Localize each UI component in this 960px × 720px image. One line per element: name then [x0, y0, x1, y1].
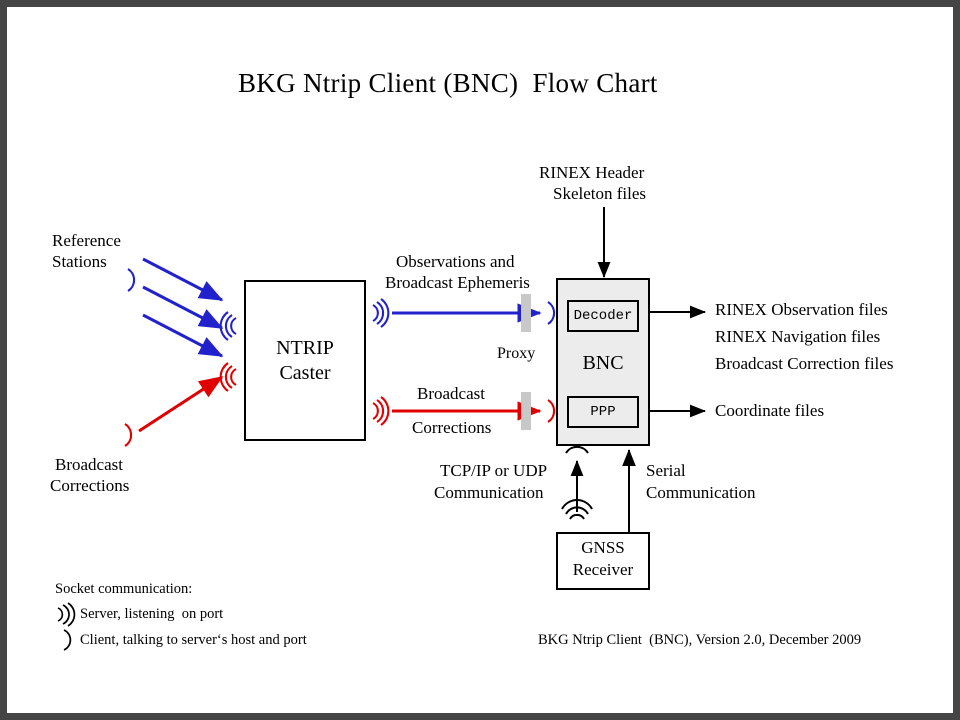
proxy-bar-broadcast	[521, 392, 531, 430]
reference-stations-label-line1: Reference	[52, 231, 121, 250]
decoder-box[interactable]: Decoder	[567, 300, 639, 332]
footer-version: BKG Ntrip Client (BNC), Version 2.0, Dec…	[538, 632, 862, 648]
ntrip-caster-box[interactable]	[244, 280, 366, 441]
decoder-label: Decoder	[573, 308, 633, 324]
legend-client-text: Client, talking to server‘s host and por…	[80, 632, 307, 648]
gnss-receiver-box[interactable]	[556, 532, 650, 590]
rinex-header-label-line2: Skeleton files	[553, 184, 647, 203]
gnss-receiver-label-line1: GNSS	[581, 538, 625, 557]
bnc-bottom-client-icon	[565, 446, 589, 454]
caster-right-red-server-icon	[372, 396, 390, 426]
output-file-item: RINEX Observation files	[715, 300, 888, 319]
serial-label-line1: Serial	[646, 461, 686, 480]
tcpip-label-line1: TCP/IP or UDP	[440, 461, 548, 480]
ntrip-caster-label-line1: NTRIP	[276, 337, 334, 359]
observations-edge-label-line2: Broadcast Ephemeris	[385, 273, 530, 292]
bnc-broadcast-client-icon	[547, 399, 556, 423]
bnc-label: BNC	[582, 352, 624, 374]
ppp-label: PPP	[590, 404, 616, 420]
legend-server-icon	[57, 602, 76, 627]
coordinate-files-label: Coordinate files	[715, 401, 825, 420]
broadcast-source-client-icon	[124, 423, 133, 447]
rinex-header-label-line1: RINEX Header	[539, 163, 645, 182]
output-file-item: Broadcast Correction files	[715, 354, 894, 373]
legend-heading: Socket communication:	[55, 581, 193, 597]
broadcast-corrections-source-line1: Broadcast	[55, 455, 123, 474]
proxy-bar-observations	[521, 294, 531, 332]
output-file-item: RINEX Navigation files	[715, 327, 881, 346]
observations-edge-label-line1: Observations and	[396, 252, 515, 271]
caster-left-red-server-icon	[219, 362, 237, 392]
broadcast-edge-label-line1: Broadcast	[417, 384, 485, 403]
proxy-label: Proxy	[497, 345, 536, 362]
caster-left-blue-server-icon	[219, 311, 237, 341]
page-title: BKG Ntrip Client (BNC) Flow Chart	[238, 68, 658, 98]
reference-stations-client-icon	[127, 268, 136, 292]
gnss-server-icon	[561, 499, 593, 520]
reference-station-arrows	[142, 257, 224, 358]
serial-label-line2: Communication	[646, 483, 756, 502]
tcpip-label-line2: Communication	[434, 483, 544, 502]
broadcast-edge-label-line2: Corrections	[412, 418, 492, 437]
ppp-box[interactable]: PPP	[567, 396, 639, 428]
bnc-observations-client-icon	[547, 301, 556, 325]
caster-right-blue-server-icon	[372, 298, 390, 328]
ntrip-caster-label-line2: Caster	[279, 362, 331, 384]
gnss-receiver-label-line2: Receiver	[572, 560, 634, 579]
legend-server-text: Server, listening on port	[80, 606, 224, 622]
legend-client-icon	[63, 629, 72, 651]
broadcast-corrections-source-line2: Corrections	[50, 476, 130, 495]
broadcast-correction-arrow	[138, 375, 224, 433]
reference-stations-label-line2: Stations	[52, 252, 107, 271]
